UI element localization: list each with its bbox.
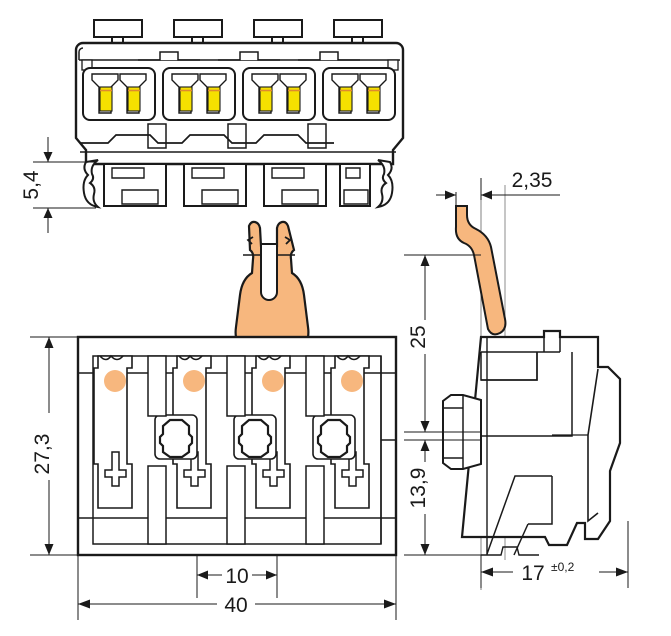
front-view-ribs xyxy=(147,355,325,545)
tool-slot xyxy=(260,243,278,301)
dim-25-label: 25 xyxy=(407,325,430,348)
top-view-clamp-pair xyxy=(242,67,316,121)
dim-2-35-label: 2,35 xyxy=(512,169,553,192)
side-view-housing xyxy=(460,329,622,547)
front-view-hex-socket xyxy=(311,413,357,461)
side-view-wire-contact xyxy=(454,205,507,336)
side-view xyxy=(442,178,622,590)
dim-27-3: 27,3 xyxy=(30,336,80,556)
dim-25: 25 xyxy=(404,254,481,433)
dim-10: 10 xyxy=(196,555,278,598)
top-view-clamp-pair xyxy=(162,67,236,121)
top-view-latch-right xyxy=(374,159,394,209)
dim-17-label: 17 xyxy=(521,562,544,585)
top-view-feet xyxy=(103,163,371,207)
dim-5-4-label: 5,4 xyxy=(20,170,43,200)
dim-10-label: 10 xyxy=(225,565,248,588)
dim-5-4: 5,4 xyxy=(20,137,96,233)
front-view-pole xyxy=(93,355,133,509)
top-view-center-tabs xyxy=(81,51,399,71)
front-view-hex-socket xyxy=(153,413,199,461)
dim-13-9: 13,9 xyxy=(404,439,481,556)
top-view-latch-left xyxy=(82,159,102,209)
front-view xyxy=(76,335,398,557)
dim-17-tolerance: ±0,2 xyxy=(551,560,575,574)
dim-13-9-label: 13,9 xyxy=(407,468,430,509)
top-view-slots xyxy=(147,123,327,149)
top-view-clamp-pair xyxy=(322,67,396,121)
dim-2-35: 2,35 xyxy=(436,169,560,206)
dim-17: 17 ±0,2 xyxy=(480,521,629,588)
top-view-clamp-pair xyxy=(82,67,156,121)
dim-27-3-label: 27,3 xyxy=(31,434,54,475)
front-view-hex-socket xyxy=(232,413,278,461)
top-view xyxy=(74,19,405,209)
operating-tool xyxy=(234,220,310,355)
dim-40-label: 40 xyxy=(224,594,247,617)
dim-40: 40 xyxy=(77,555,397,620)
